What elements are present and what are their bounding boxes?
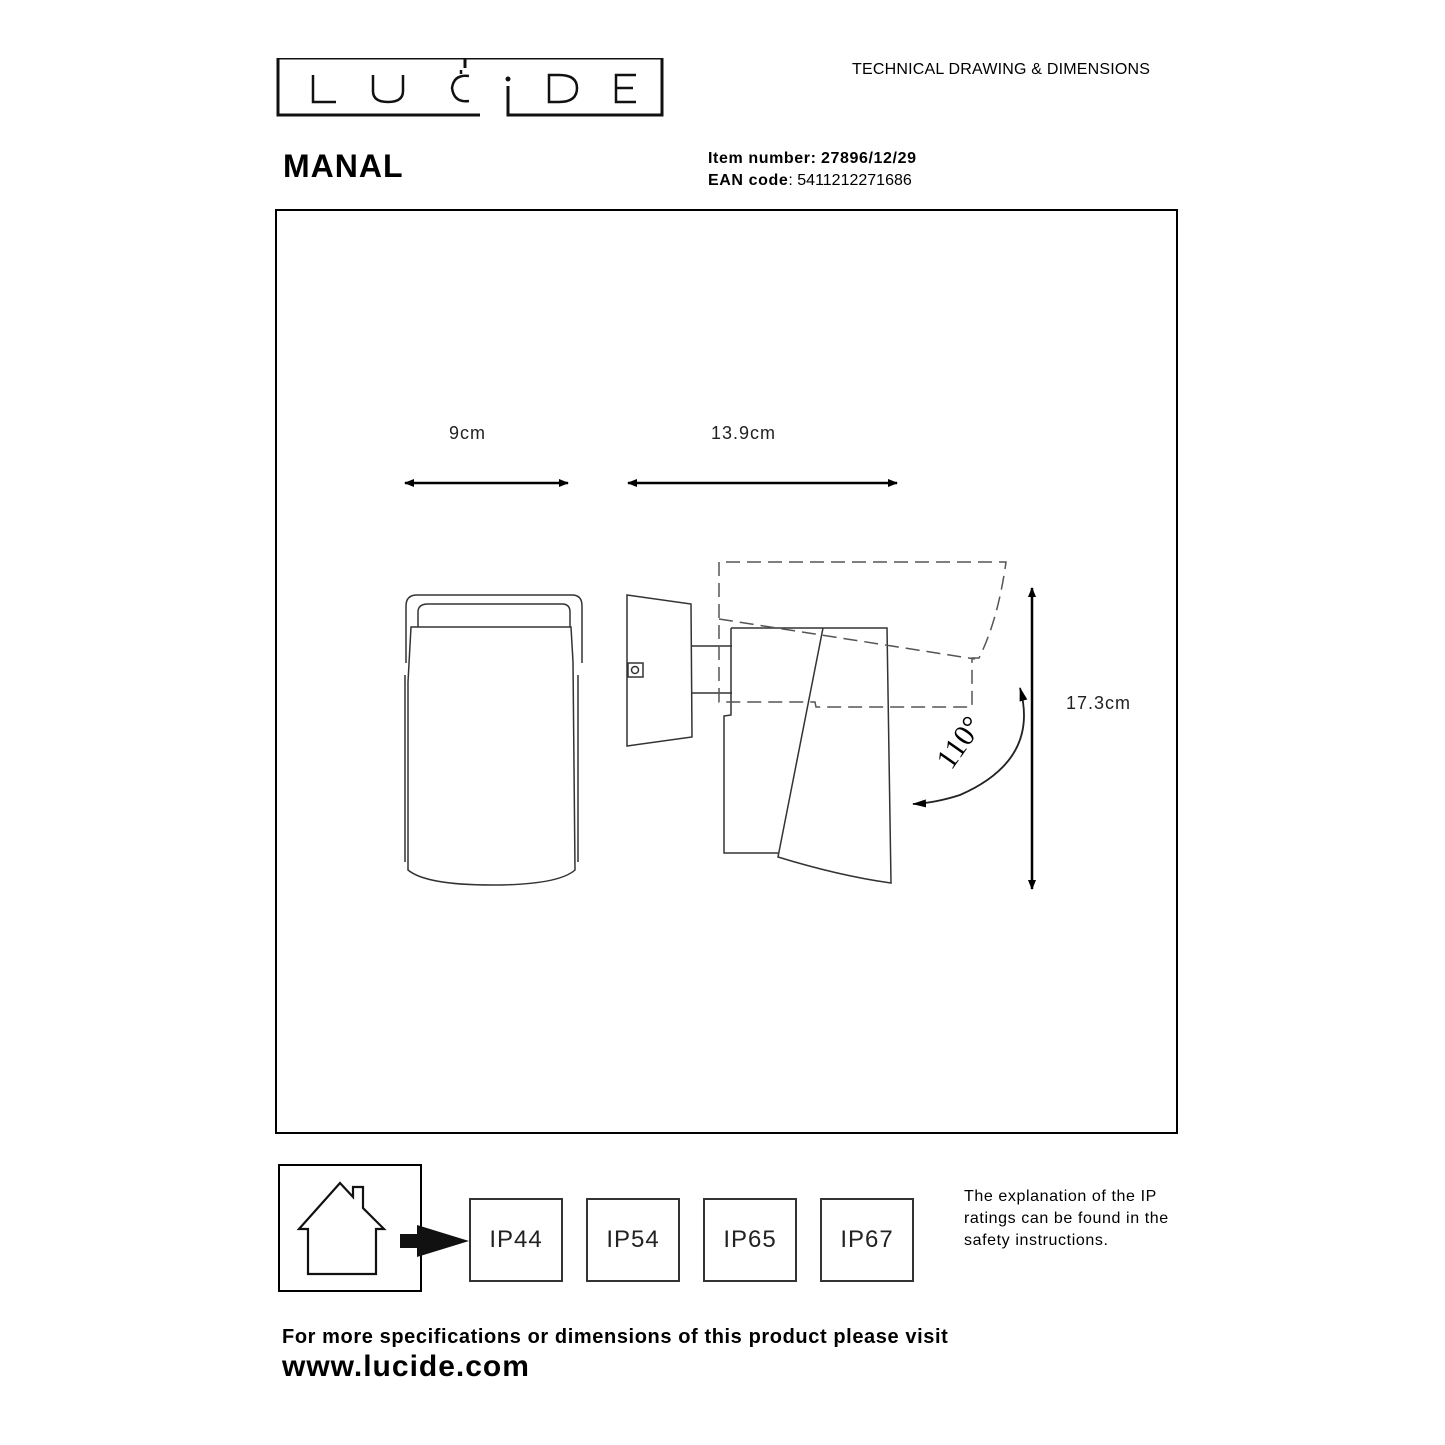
product-meta: Item number: 27896/12/29 EAN code: 54112… (708, 148, 917, 192)
height-dimension-label: 17.3cm (1066, 693, 1132, 713)
ip-rating-box: IP44 (469, 1198, 563, 1282)
ean-label: EAN code (708, 172, 789, 189)
item-number-label: Item number: (708, 150, 817, 167)
ip-explanation-note: The explanation of the IP ratings can be… (964, 1188, 1169, 1249)
width-dimension-label: 9cm (449, 423, 487, 443)
item-number-row: Item number: 27896/12/29 (708, 148, 917, 170)
drawing-frame (275, 209, 1178, 1134)
ip-rating-box: IP67 (820, 1198, 914, 1282)
footer-text: For more specifications or dimensions of… (282, 1326, 949, 1348)
ean-value: : 5411212271686 (788, 172, 912, 189)
document-type-label: TECHNICAL DRAWING & DIMENSIONS (852, 61, 1151, 78)
website-link[interactable]: www.lucide.com (282, 1350, 530, 1383)
depth-dimension-label: 13.9cm (711, 423, 777, 443)
house-icon (296, 1181, 387, 1276)
arrow-right-icon (400, 1225, 469, 1257)
product-title: MANAL (283, 148, 404, 184)
ip-rating-box: IP65 (703, 1198, 797, 1282)
ean-row: EAN code: 5411212271686 (708, 170, 917, 192)
item-number-value: 27896/12/29 (821, 150, 917, 167)
ip-rating-box: IP54 (586, 1198, 680, 1282)
lucide-logo: LUCIDE (276, 58, 664, 117)
